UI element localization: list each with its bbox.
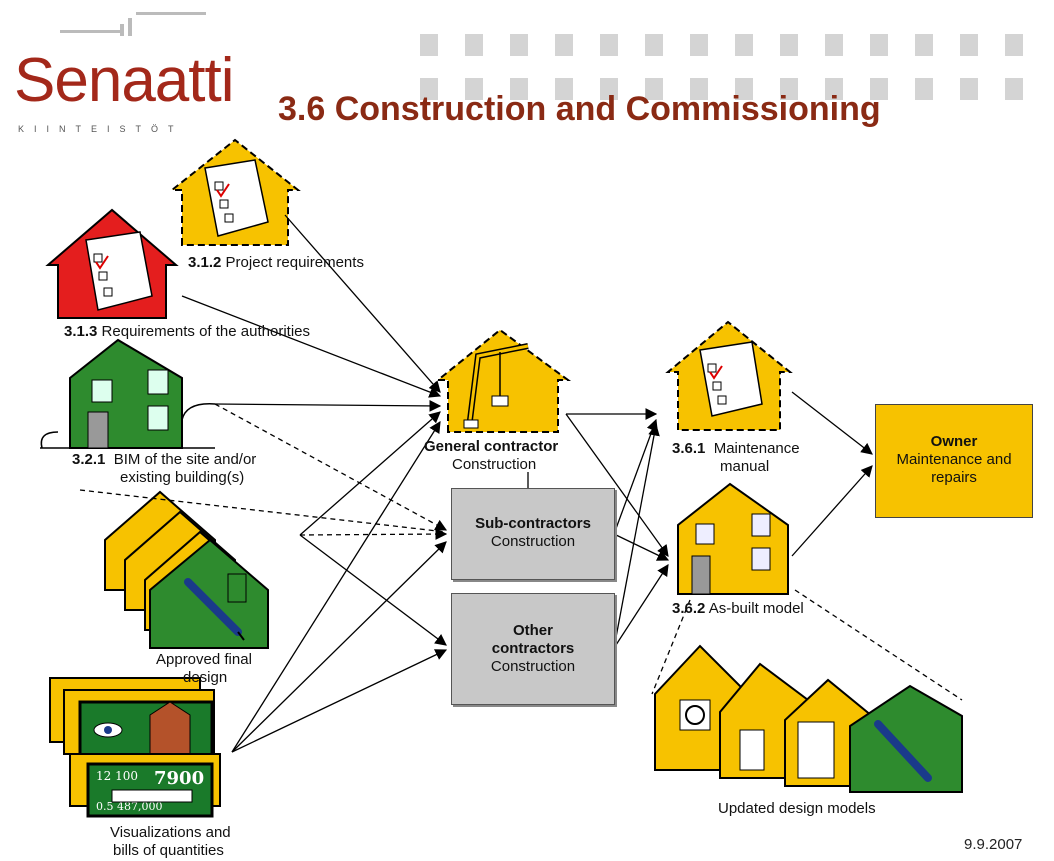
authorities-label: 3.1.3 Requirements of the authorities (64, 323, 310, 341)
other-contractors-sub: Construction (490, 658, 576, 675)
authorities-number: 3.1.3 (64, 323, 98, 340)
bim-text-2: existing building(s) (120, 469, 245, 486)
general-contractor-icon (435, 328, 572, 433)
visualizations-line1: Visualizations and (110, 824, 231, 841)
general-contractor-title: General contractor (424, 438, 559, 455)
maintenance-manual-number: 3.6.1 (672, 440, 706, 457)
owner-line2: repairs (931, 469, 977, 486)
general-contractor-sub: Construction (452, 456, 537, 473)
approved-design-line1: Approved final (156, 651, 252, 668)
other-contractors-line1: Other (512, 622, 553, 639)
owner-box: Owner Maintenance and repairs (875, 404, 1033, 518)
project-requirements-number: 3.1.2 (188, 254, 222, 271)
bim-site-icon (40, 338, 216, 449)
logo-dots (60, 8, 210, 38)
authorities-requirements-icon (45, 208, 179, 319)
bim-label: 3.2.1 BIM of the site and/or (72, 451, 256, 469)
as-built-number: 3.6.2 (672, 600, 706, 617)
svg-text:7900: 7900 (154, 768, 204, 789)
logo-subtitle: KIINTEISTÖT (18, 124, 184, 134)
svg-text:0.5 487,000: 0.5 487,000 (96, 800, 162, 813)
output-arrows (527, 391, 963, 701)
sub-contractors-box: Sub-contractors Construction (451, 488, 615, 580)
as-built-model-icon (677, 482, 789, 595)
sub-contractors-title-initial: S (475, 515, 486, 532)
project-requirements-text: Project requirements (225, 254, 364, 271)
as-built-text: As-built model (708, 600, 804, 617)
svg-text:12 100: 12 100 (96, 769, 138, 783)
maintenance-manual-icon (665, 320, 793, 431)
updated-models-label: Updated design models (718, 800, 876, 817)
header-squares-graphic (420, 34, 1023, 100)
date-stamp: 9.9.2007 (964, 836, 1023, 853)
approved-design-icon (104, 490, 269, 649)
owner-line1: Maintenance and (896, 451, 1012, 468)
maintenance-manual-text: Maintenance (713, 440, 800, 457)
bim-number: 3.2.1 (72, 451, 106, 468)
authorities-text: Requirements of the authorities (101, 323, 310, 340)
visualizations-icon: 12 100 7900 0.5 487,000 (49, 677, 221, 818)
maintenance-manual-text-2: manual (720, 458, 770, 475)
header-squares (420, 30, 1054, 110)
sub-contractors-sub: Construction (490, 533, 576, 550)
input-arrows (79, 214, 448, 753)
sub-contractors-title-rest: ub-contractors (485, 515, 591, 532)
project-requirements-label: 3.1.2 Project requirements (188, 254, 364, 272)
sub-contractors-title: Sub-contractors (452, 515, 614, 533)
maintenance-manual-label: 3.6.1 Maintenance (672, 440, 800, 458)
visualizations-line2: bills of quantities (113, 842, 224, 859)
as-built-label: 3.6.2 As-built model (672, 600, 804, 618)
project-requirements-icon (169, 138, 301, 246)
logo-wordmark: Senaatti (14, 46, 235, 115)
other-contractors-line2: contractors (491, 640, 575, 657)
other-contractors-box: Other contractors Construction (451, 593, 615, 705)
logo-dots-graphic (60, 12, 206, 36)
bim-text: BIM of the site and/or (113, 451, 257, 468)
approved-design-line2: design (183, 669, 228, 686)
updated-design-models-icon (654, 644, 963, 793)
page-title: 3.6 Construction and Commissioning (278, 90, 881, 128)
owner-title: Owner (930, 433, 978, 450)
